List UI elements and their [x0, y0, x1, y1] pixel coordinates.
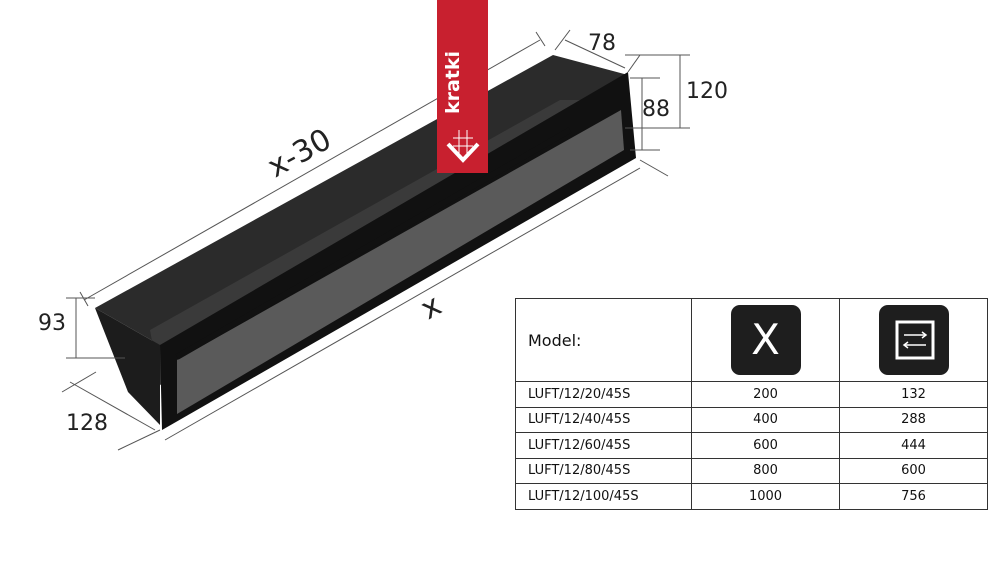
- dim-length-top: x-30: [262, 122, 337, 185]
- cell-model: LUFT/12/80/45S: [515, 457, 692, 484]
- dim-left-depth: 128: [66, 411, 108, 436]
- box-front-opening: [177, 110, 624, 414]
- cell-x: 200: [691, 381, 840, 408]
- header-model: Model:: [515, 298, 692, 382]
- logo-arrow-icon: [446, 130, 480, 163]
- cell-x: 400: [691, 406, 840, 433]
- cell-model: LUFT/12/60/45S: [515, 432, 692, 459]
- length-x-icon: X: [730, 305, 801, 375]
- cell-model: LUFT/12/40/45S: [515, 406, 692, 433]
- cell-x: 600: [691, 432, 840, 459]
- header-x: X: [691, 298, 840, 382]
- cell-x: 800: [691, 457, 840, 484]
- cell-opening: 444: [839, 432, 988, 459]
- opening-arrows-icon: [878, 305, 949, 375]
- cell-opening: 288: [839, 406, 988, 433]
- dim-outer-height: 120: [686, 79, 728, 104]
- dim-inner-height: 88: [642, 97, 670, 122]
- box-top-face: [95, 55, 628, 345]
- kratki-logo: kratki: [437, 0, 488, 173]
- logo-text: kratki: [442, 50, 464, 114]
- table-header-row: Model: X: [515, 298, 988, 382]
- box-left-end: [95, 308, 160, 425]
- cell-model: LUFT/12/100/45S: [515, 483, 692, 510]
- cell-model: LUFT/12/20/45S: [515, 381, 692, 408]
- cell-x: 1000: [691, 483, 840, 510]
- cell-opening: 132: [839, 381, 988, 408]
- dim-length-bottom: x: [415, 288, 448, 327]
- dimension-lines: [61, 29, 690, 451]
- cell-opening: 600: [839, 457, 988, 484]
- dim-left-height: 93: [38, 311, 66, 336]
- cell-opening: 756: [839, 483, 988, 510]
- header-opening: [839, 298, 988, 382]
- dim-depth-top: 78: [588, 31, 616, 56]
